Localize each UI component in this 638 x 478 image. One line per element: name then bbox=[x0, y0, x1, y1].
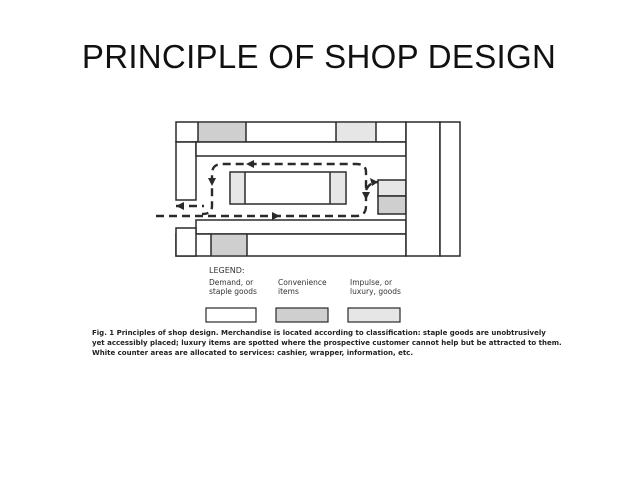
legend-swatch-convenience bbox=[275, 307, 329, 323]
right-block-top bbox=[377, 179, 407, 197]
caption-line-1: Fig. 1 Principles of shop design. Mercha… bbox=[92, 329, 546, 337]
left-counter bbox=[175, 141, 197, 201]
caption-line-2: yet accessibly placed; luxury items are … bbox=[92, 339, 562, 347]
legend-swatch-demand bbox=[205, 307, 257, 323]
legend-swatch-impulse bbox=[347, 307, 401, 323]
inner-top-bar bbox=[195, 141, 407, 157]
path-arrowheads bbox=[176, 160, 378, 220]
right-block-bottom bbox=[377, 195, 407, 215]
right-column-2 bbox=[439, 121, 461, 257]
right-column-1 bbox=[405, 121, 441, 257]
left-lower-counter bbox=[175, 227, 197, 257]
inner-bottom-bar bbox=[195, 219, 407, 235]
legend-label-impulse: Impulse, or luxury, goods bbox=[350, 278, 401, 296]
top-counter-convenience bbox=[198, 123, 246, 141]
center-island bbox=[229, 171, 347, 205]
legend-label-demand: Demand, or staple goods bbox=[209, 278, 257, 296]
center-island-impulse-left bbox=[231, 173, 245, 203]
bottom-counter-convenience bbox=[211, 235, 247, 255]
figure-caption: Fig. 1 Principles of shop design. Mercha… bbox=[92, 328, 562, 358]
legend-title: LEGEND: bbox=[209, 266, 245, 275]
top-counter-impulse bbox=[336, 123, 376, 141]
slide-title: PRINCIPLE OF SHOP DESIGN bbox=[81, 38, 557, 75]
center-island-convenience-right bbox=[330, 173, 345, 203]
legend-label-convenience: Convenience items bbox=[278, 278, 327, 296]
caption-line-3: White counter areas are allocated to ser… bbox=[92, 349, 413, 357]
